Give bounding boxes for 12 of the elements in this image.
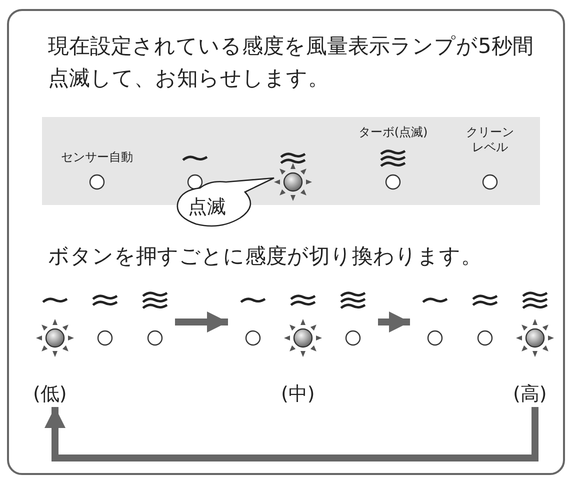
arrow [44, 407, 538, 462]
lamp-label: ターボ(点滅) [357, 125, 429, 140]
arrow [175, 312, 228, 332]
level-label: (低) [33, 382, 67, 407]
instruction-text: ボタンを押すごとに感度が切り換わります。 [48, 243, 483, 270]
bubble-text: 点滅 [188, 195, 227, 220]
level-label: (中) [281, 382, 315, 407]
instruction-text: 現在設定されている感度を風量表示ランプが5秒間点滅して、お知らせします。 [48, 33, 534, 92]
arrow [378, 312, 410, 332]
lamp-label: センサー自動 [60, 150, 134, 165]
level-label: (高) [513, 382, 547, 407]
lamp-label: クリーンレベル [465, 125, 515, 155]
